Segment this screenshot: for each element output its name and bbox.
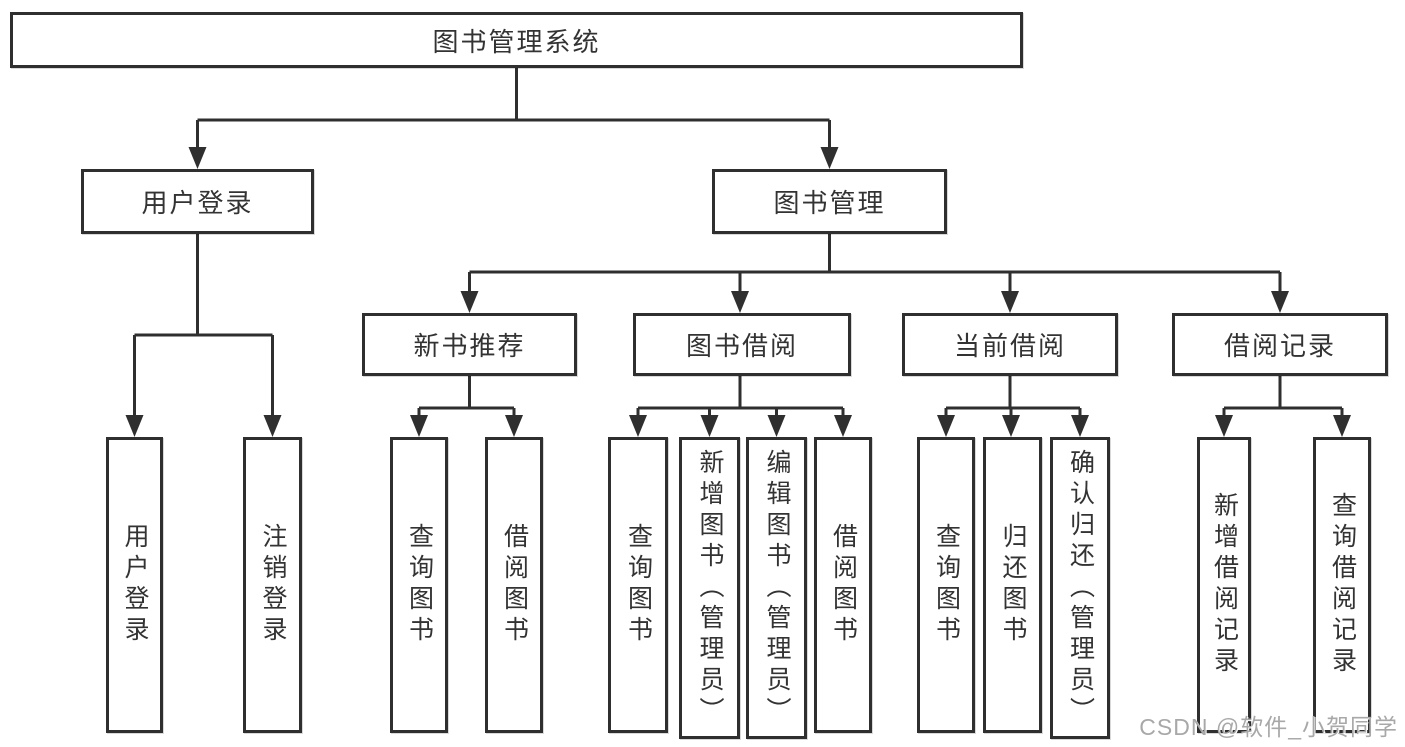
node-leaf-borrow-books: 借阅图书 <box>814 437 872 733</box>
node-current-borrow: 当前借阅 <box>902 313 1118 376</box>
node-leaf-query-books-recommend: 查询图书 <box>390 437 448 733</box>
node-leaf-borrow-books-recommend: 借阅图书 <box>485 437 543 733</box>
node-leaf-edit-books-admin: 编辑图书（管理员） <box>746 437 807 739</box>
node-user-login: 用户登录 <box>81 169 314 234</box>
node-leaf-query-books-current: 查询图书 <box>917 437 975 733</box>
node-leaf-return-books: 归还图书 <box>983 437 1042 733</box>
node-book-management: 图书管理 <box>712 169 947 234</box>
node-leaf-user-login: 用户登录 <box>106 437 163 733</box>
node-leaf-query-borrow-record: 查询借阅记录 <box>1313 437 1371 733</box>
node-borrow-records: 借阅记录 <box>1172 313 1388 376</box>
node-leaf-add-borrow-record: 新增借阅记录 <box>1197 437 1251 733</box>
node-leaf-confirm-return-admin: 确认归还（管理员） <box>1050 437 1110 739</box>
node-leaf-logout: 注销登录 <box>243 437 302 733</box>
node-library-system: 图书管理系统 <box>10 12 1023 68</box>
node-leaf-query-books-borrow: 查询图书 <box>608 437 668 733</box>
node-leaf-add-books-admin: 新增图书（管理员） <box>679 437 740 739</box>
watermark: CSDN @软件_小贺同学 <box>1139 714 1398 740</box>
node-book-borrow: 图书借阅 <box>633 313 851 376</box>
node-new-book-recommend: 新书推荐 <box>362 313 577 376</box>
